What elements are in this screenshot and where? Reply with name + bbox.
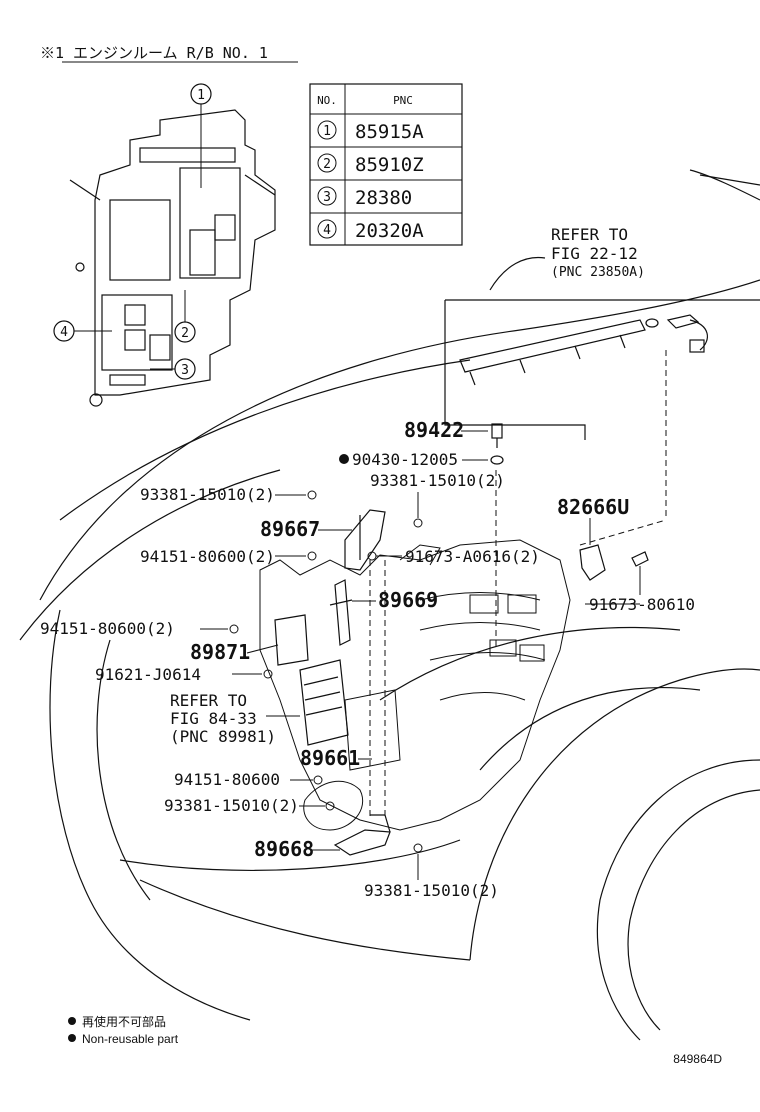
part-89871 [274,614,309,666]
ecu-89661 [299,659,349,746]
non-reusable-marker [339,454,349,464]
svg-text:82666U: 82666U [557,495,629,519]
engine-sketch [259,539,571,831]
label-89669: 89669 [352,588,438,612]
table-row-no: 1 [323,124,331,139]
table-col-pnc: PNC [393,94,413,107]
refer-22-line1: REFER TO [551,225,628,244]
label-89667: 89667 [260,517,352,541]
svg-text:89871: 89871 [190,640,250,664]
refer-84-line3: (PNC 89981) [170,727,276,746]
sensor-82666u [579,544,606,581]
legend: 再使用不可部品 Non-reusable part [68,1014,179,1046]
refer-22-line2: FIG 22-12 [551,244,638,263]
table-row-pnc: 28380 [355,187,412,209]
label-90430: 90430-12005 [339,450,488,469]
svg-text:93381-15010(2): 93381-15010(2) [140,485,275,504]
table-row-pnc: 85915A [355,121,424,143]
svg-text:94151-80600(2): 94151-80600(2) [40,619,175,638]
legend-dot-icon [68,1017,76,1025]
callout-4: 4 [53,320,112,342]
label-94151-b: 94151-80600(2) [40,619,228,638]
label-94151-c: 94151-80600 [174,770,313,789]
header-title: ※1 エンジンルーム R/B NO. 1 [40,44,268,62]
callout-1: 1 [190,83,212,188]
callout-2: 2 [174,290,196,343]
table-row-pnc: 85910Z [355,154,424,176]
bolt-91673-80610 [631,551,649,567]
callout-3: 3 [150,358,196,380]
svg-text:3: 3 [181,363,189,378]
svg-text:4: 4 [60,325,68,340]
refer-84-line1: REFER TO [170,691,247,710]
svg-text:90430-12005: 90430-12005 [352,450,458,469]
svg-text:91673-A0616(2): 91673-A0616(2) [405,547,540,566]
svg-text:94151-80600(2): 94151-80600(2) [140,547,275,566]
svg-text:93381-15010(2): 93381-15010(2) [370,471,505,490]
table-row-pnc: 20320A [355,220,424,242]
label-89871: 89871 [190,640,279,664]
pnc-table: NO. PNC 1 85915A 2 85910Z 3 28380 4 2032… [309,83,463,246]
refer-84-line2: FIG 84-33 [170,709,257,728]
svg-text:89661: 89661 [300,746,360,770]
label-91673-a: 91673-A0616(2) [376,547,540,566]
svg-text:91673-80610: 91673-80610 [589,595,695,614]
label-91621: 91621-J0614 [95,665,262,684]
bolt-89422 [491,423,503,448]
figure-code: 849864D [673,1052,722,1066]
gasket-90430 [490,455,504,465]
refer-22-line3: (PNC 23850A) [551,265,645,280]
legend-dot-icon [68,1034,76,1042]
table-row-no: 2 [323,157,331,172]
label-82666u: 82666U [557,495,629,545]
vehicle-outline [19,169,760,1041]
svg-text:94151-80600: 94151-80600 [174,770,280,789]
svg-text:1: 1 [197,88,205,103]
label-91673-b: 91673-80610 [585,566,695,614]
label-93381-a: 93381-15010(2) [140,485,306,504]
svg-text:89668: 89668 [254,837,314,861]
legend-en: Non-reusable part [82,1032,179,1046]
svg-text:89422: 89422 [404,418,464,442]
bracket-89669 [329,579,353,646]
svg-text:93381-15010(2): 93381-15010(2) [364,881,499,900]
relay-block-drawing [69,109,276,407]
injector-rail-drawing [444,299,760,440]
svg-text:2: 2 [181,326,189,341]
label-94151-a: 94151-80600(2) [140,547,306,566]
label-89422: 89422 [404,418,488,442]
table-col-no: NO. [317,94,337,107]
label-93381-c: 93381-15010(2) [164,796,325,815]
svg-text:91621-J0614: 91621-J0614 [95,665,201,684]
table-row-no: 3 [323,190,331,205]
svg-text:93381-15010(2): 93381-15010(2) [164,796,299,815]
svg-text:89669: 89669 [378,588,438,612]
legend-jp: 再使用不可部品 [82,1014,166,1029]
label-refer-84: REFER TO FIG 84-33 (PNC 89981) [170,691,300,746]
label-89661: 89661 [300,746,372,770]
table-row-no: 4 [323,223,331,238]
bracket-89667 [344,509,386,571]
label-89668: 89668 [254,837,340,861]
svg-text:89667: 89667 [260,517,320,541]
label-93381-b: 93381-15010(2) [370,471,505,518]
label-93381-d: 93381-15010(2) [364,854,499,900]
